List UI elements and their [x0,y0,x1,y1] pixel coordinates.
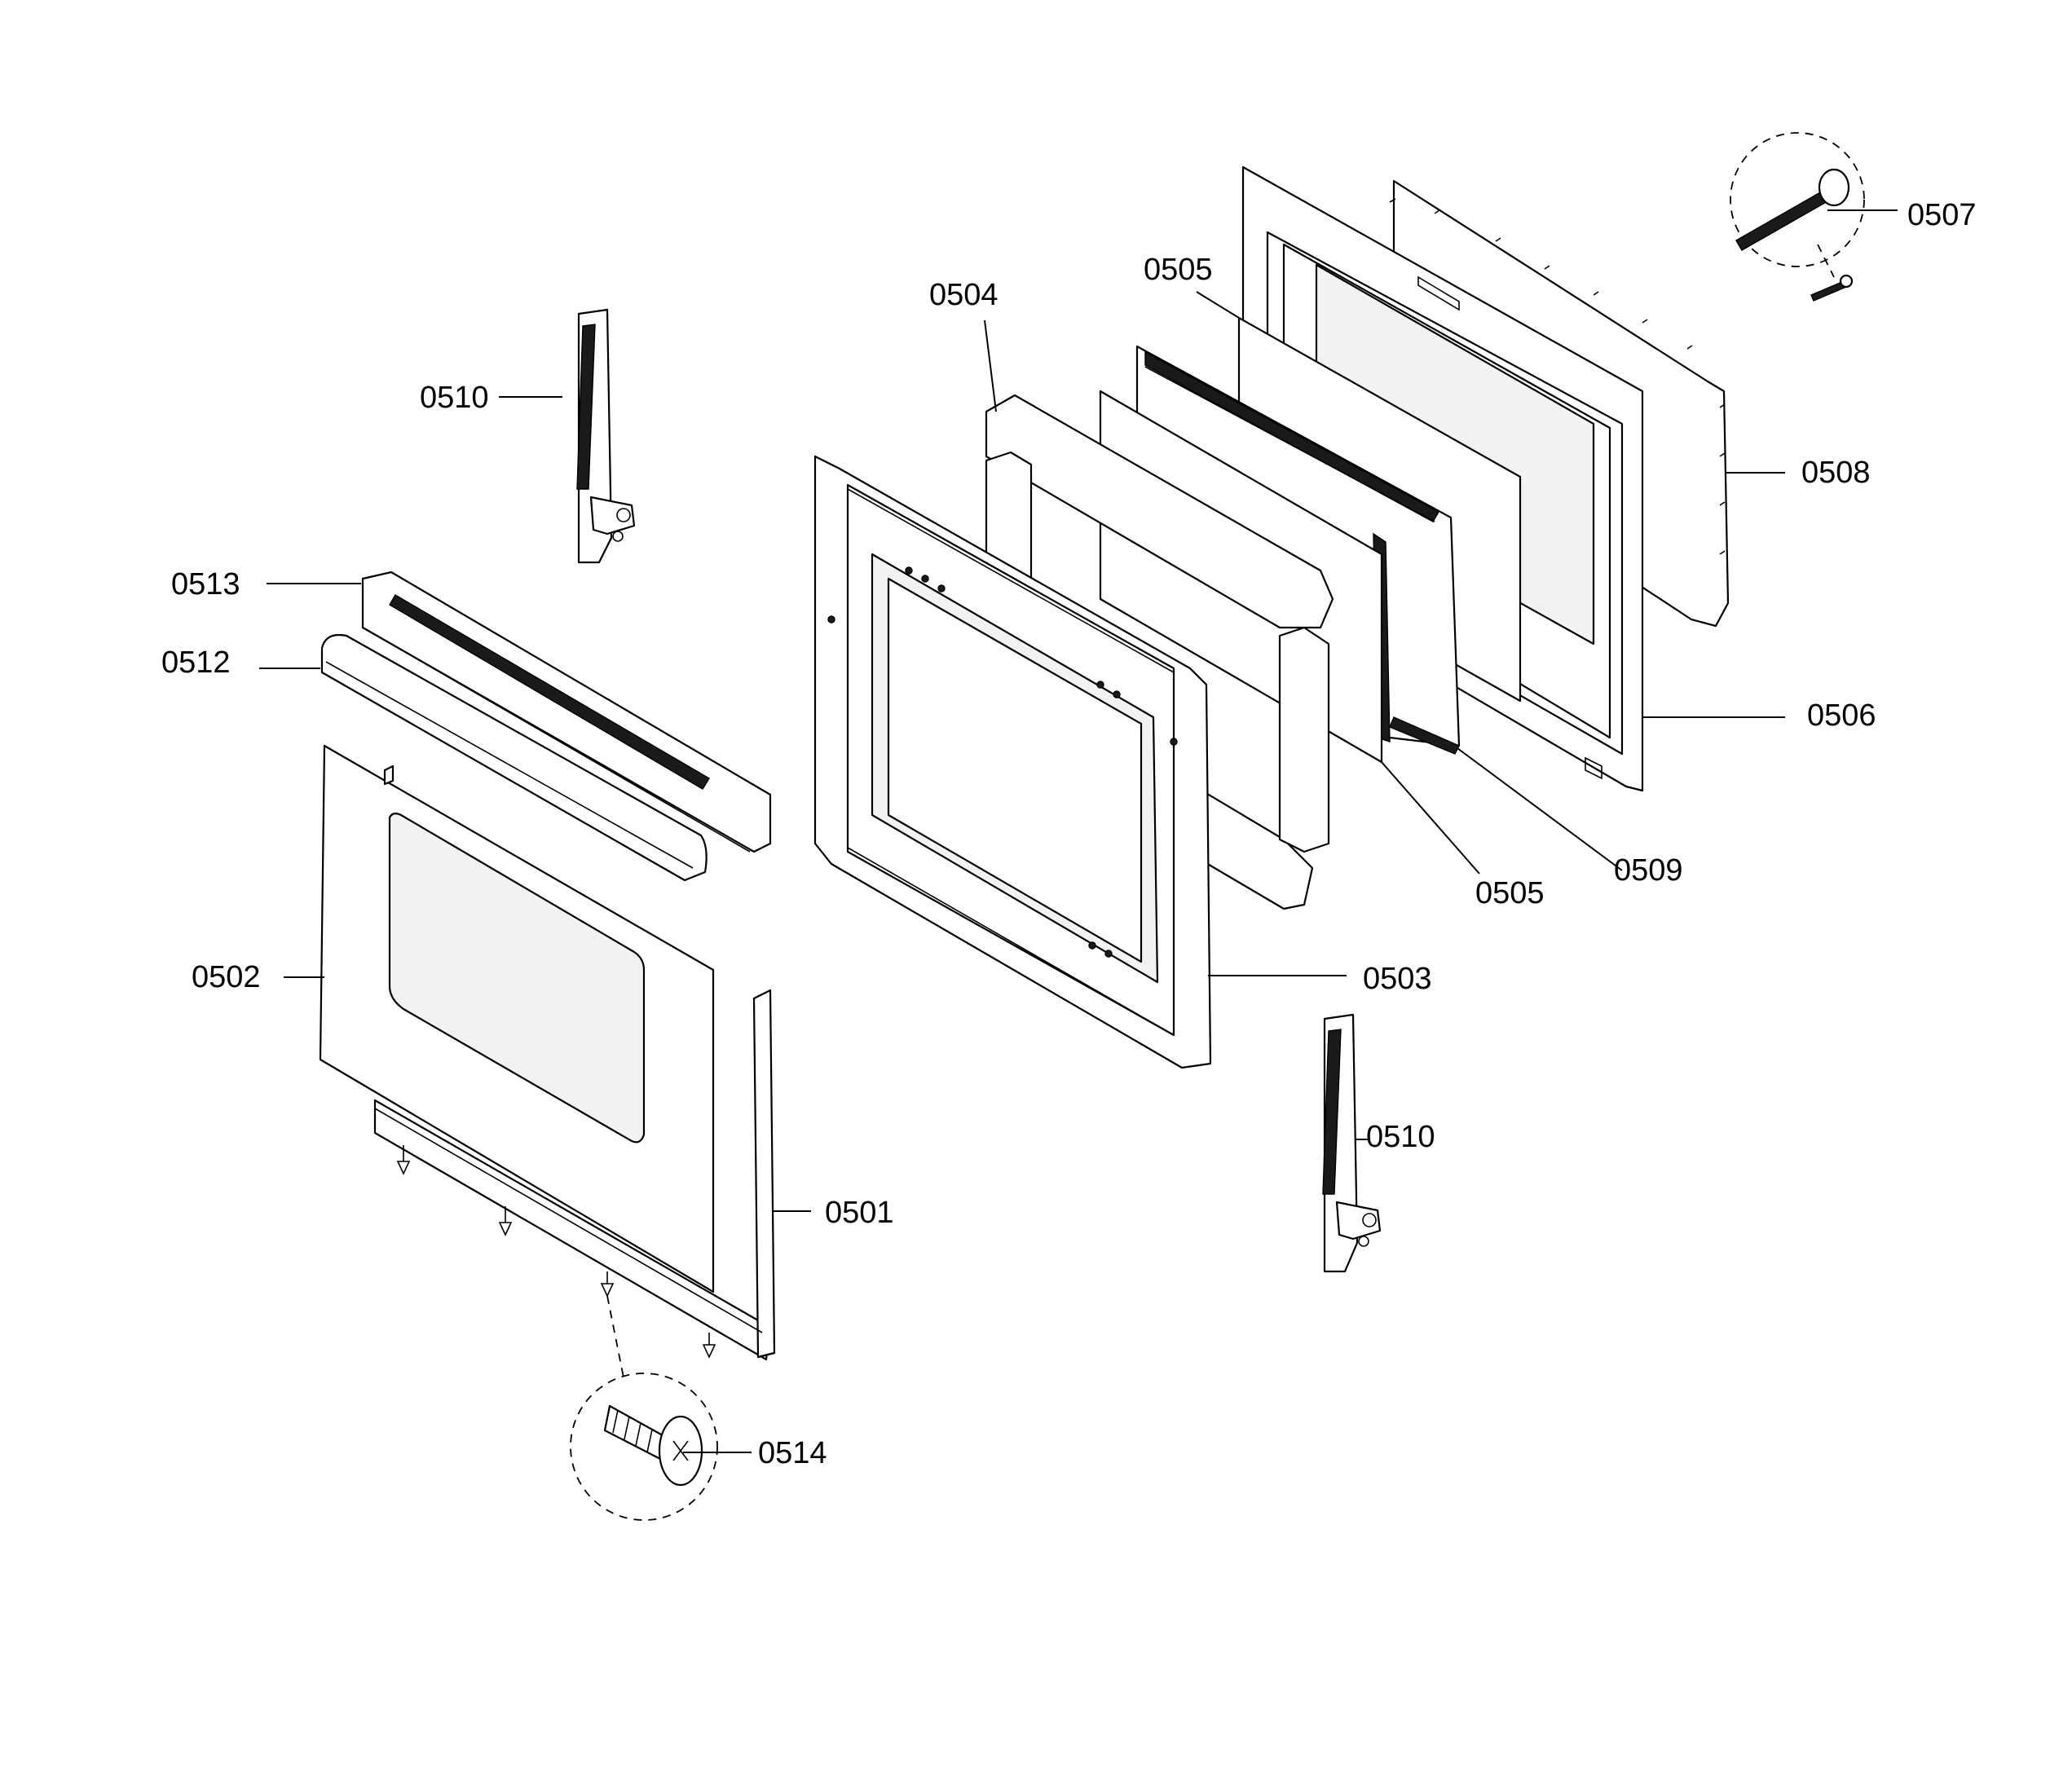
callout-labels: 0510 0513 0512 0502 0501 0514 0504 0505 … [161,198,1977,1470]
callout-0508: 0508 [1801,456,1871,490]
part-0510-hinge-left [576,308,636,564]
leader-0504 [984,319,997,412]
callout-0506: 0506 [1807,698,1876,733]
callout-0505-bottom: 0505 [1475,876,1545,910]
callout-0503: 0503 [1363,962,1432,996]
part-0513-handle-bracket [361,571,772,853]
callout-0505-top: 0505 [1144,253,1213,287]
part-0502-outer-glass [319,744,715,1293]
part-0514-screw-detail [570,1295,718,1521]
leader-0505-top [1196,291,1240,319]
callout-0513: 0513 [171,567,240,601]
part-0512-handle [320,633,708,882]
callout-0502: 0502 [192,960,261,994]
part-0503-door-liner [813,455,1212,1069]
callout-0509: 0509 [1614,853,1683,888]
callout-0510-left: 0510 [420,381,489,415]
callout-0512: 0512 [161,646,231,680]
leader-0505-bottom [1381,761,1480,875]
callout-0501: 0501 [825,1196,894,1230]
callout-0507: 0507 [1907,198,1977,232]
leader-0509 [1457,747,1623,871]
part-0501-outer-frame [373,989,776,1361]
part-0507-screw-detail [1730,132,1865,302]
callout-0504: 0504 [929,278,999,312]
leader-lines [259,209,1898,1453]
callout-0514: 0514 [758,1436,827,1470]
part-0510-hinge-right [1322,1013,1382,1273]
callout-0510-right: 0510 [1366,1120,1435,1154]
